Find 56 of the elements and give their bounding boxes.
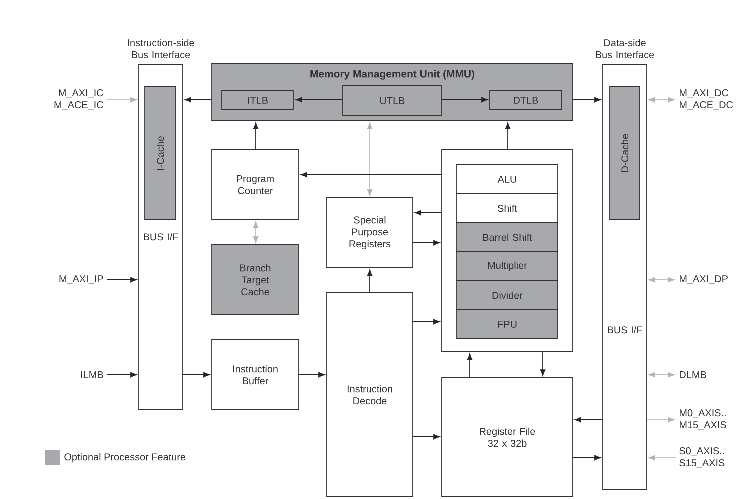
signal-label: M_AXI_DC M_ACE_DC [680,90,734,110]
signal-label: M0_AXIS.. M15_AXIS [680,410,726,430]
unit-box: ITLB [222,90,294,110]
arrow [299,372,326,378]
unit-box: Barrel Shift [456,222,558,252]
signal-label: ILMB [82,372,104,378]
unit-box: Shift [456,194,558,224]
arrow [413,319,440,325]
arrow [505,122,511,150]
unit-box: ALU [456,164,558,194]
unit-box: DTLB [490,90,562,110]
unit-box: Program Counter [212,150,300,220]
arrow [647,417,675,423]
arrow [367,122,373,196]
arrow [106,97,138,103]
unit-box: Divider [456,280,558,310]
unit-box: Instruction Buffer [212,340,300,410]
arrow [106,372,138,378]
heading-text: Data-side Bus Interface [596,39,654,58]
unit-box: Instruction Decode [326,292,414,498]
unit-box: Special Purpose Registers [326,198,414,268]
arrow [184,97,212,103]
arrow [253,122,259,150]
signal-label: M_AXI_IC M_ACE_IC [54,90,104,110]
signal-label: S0_AXIS.. S15_AXIS [680,448,725,468]
arrow [467,354,473,378]
arrow [540,352,546,376]
arrow [442,97,488,103]
arrow [648,97,675,103]
arrow [183,372,210,378]
arrow [296,97,343,103]
arrow [648,277,675,283]
arrow [414,210,442,216]
arrow [574,417,603,423]
arrow [367,270,373,293]
arrow [253,222,259,244]
unit-box: UTLB [342,86,442,116]
arrow [300,172,442,178]
signal-label: DLMB [680,372,706,378]
unit-box: Register File 32 x 32b [442,378,574,498]
arrow [413,434,440,440]
unit-box: Branch Target Cache [212,244,300,316]
arrow [413,240,440,246]
signal-label: M_AXI_IP [60,276,104,284]
arrow [106,277,138,283]
unit-box: FPU [456,310,558,340]
cache-box: D-Cache [610,86,640,220]
cache-box: I-Cache [144,86,176,220]
heading-text: Instruction-side Bus Interface [128,39,194,58]
arrow [648,372,675,378]
legend-text: Optional Processor Feature [64,453,186,463]
arrow [573,97,602,103]
arrow [573,455,602,461]
arrow [648,455,676,461]
unit-box: Multiplier [456,252,558,282]
signal-label: M_AXI_DP [680,276,728,284]
